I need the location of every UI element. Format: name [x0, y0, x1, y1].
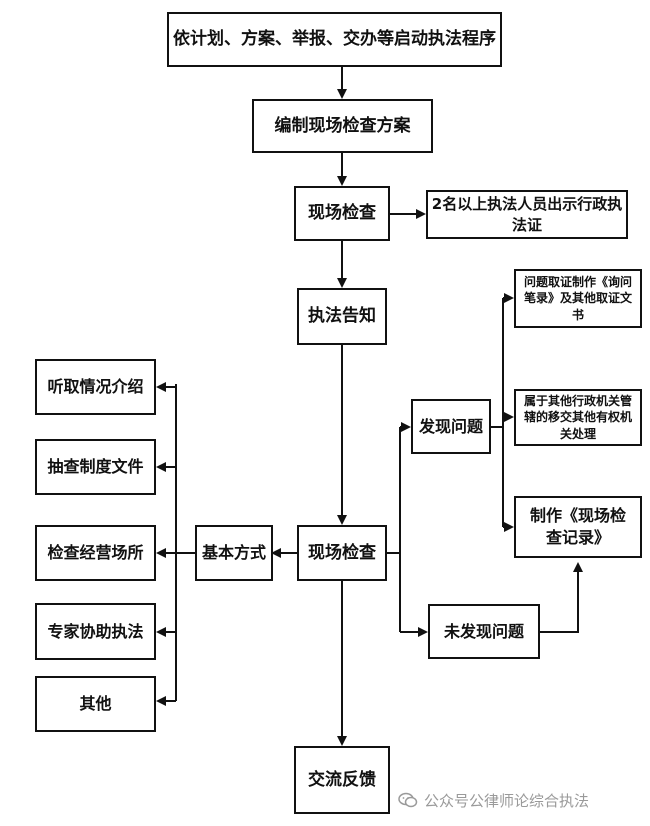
method-label: 检查经营场所 — [47, 543, 144, 563]
method-label: 听取情况介绍 — [47, 377, 144, 397]
transfer-jurisdiction-box: 属于其他行政机关管辖的移交其他有权机关处理 — [514, 389, 642, 446]
method-item: 听取情况介绍 — [35, 359, 156, 415]
watermark: 公众号公律师论综合执法 — [398, 788, 589, 812]
inspection-record-label: 制作《现场检查记录》 — [529, 506, 626, 547]
method-label: 抽查制度文件 — [47, 457, 144, 477]
feedback-box: 交流反馈 — [294, 746, 390, 814]
watermark-text: 公众号公律师论综合执法 — [424, 791, 590, 810]
arrow-no-issue-to-record — [540, 562, 583, 633]
onsite-inspection-top-label: 现场检查 — [308, 203, 376, 224]
basic-methods-box: 基本方式 — [195, 525, 273, 581]
onsite-inspection-top-box: 现场检查 — [294, 186, 390, 241]
onsite-inspection-main-label: 现场检查 — [308, 542, 376, 563]
start-procedure-box: 依计划、方案、举报、交办等启动执法程序 — [167, 12, 502, 67]
issue-found-label: 发现问题 — [418, 416, 483, 436]
evidence-collection-box: 问题取证制作《询问笔录》及其他取证文书 — [514, 269, 642, 328]
wechat-icon — [398, 792, 418, 808]
inspection-record-box: 制作《现场检查记录》 — [514, 496, 642, 558]
officers-show-id-label: 2名以上执法人员出示行政执法证 — [431, 195, 623, 234]
no-issue-found-box: 未发现问题 — [428, 604, 540, 659]
transfer-jurisdiction-label: 属于其他行政机关管辖的移交其他有权机关处理 — [523, 394, 632, 441]
feedback-label: 交流反馈 — [308, 769, 376, 790]
method-label: 其他 — [79, 694, 112, 714]
basic-methods-label: 基本方式 — [201, 543, 266, 563]
method-item: 其他 — [35, 676, 156, 732]
method-label: 专家协助执法 — [47, 621, 144, 641]
issue-found-box: 发现问题 — [411, 399, 491, 454]
method-item: 检查经营场所 — [35, 525, 156, 581]
officers-show-id-box: 2名以上执法人员出示行政执法证 — [426, 190, 628, 239]
onsite-inspection-main-box: 现场检查 — [297, 525, 387, 581]
method-item: 抽查制度文件 — [35, 439, 156, 495]
start-procedure-label: 依计划、方案、举报、交办等启动执法程序 — [173, 29, 496, 50]
prepare-plan-box: 编制现场检查方案 — [252, 99, 433, 153]
enforcement-notice-box: 执法告知 — [297, 288, 387, 345]
enforcement-notice-label: 执法告知 — [308, 306, 376, 327]
method-item: 专家协助执法 — [35, 603, 156, 660]
no-issue-found-label: 未发现问题 — [443, 621, 524, 641]
evidence-collection-label: 问题取证制作《询问笔录》及其他取证文书 — [523, 275, 632, 322]
prepare-plan-label: 编制现场检查方案 — [274, 115, 411, 136]
